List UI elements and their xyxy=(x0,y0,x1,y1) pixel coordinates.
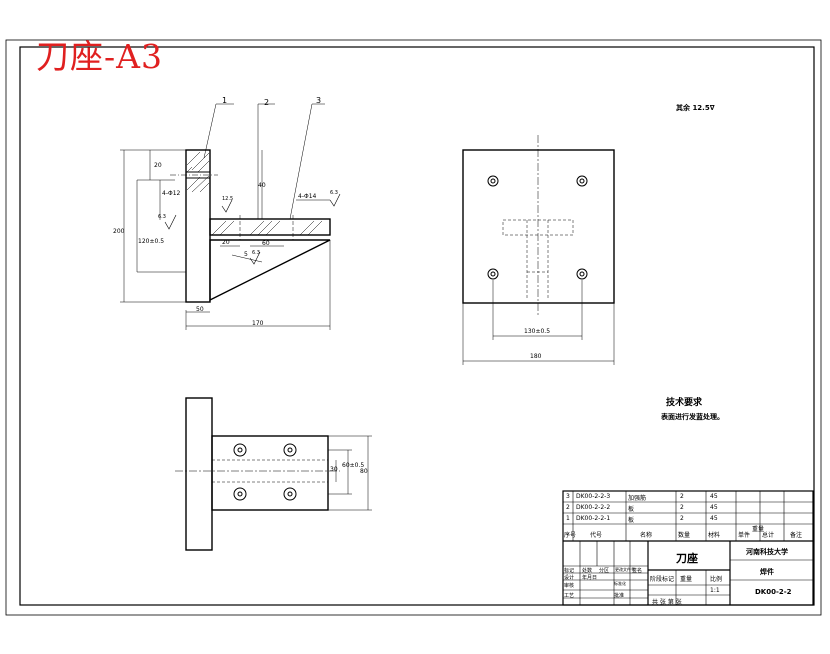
inner-border xyxy=(19,46,815,606)
school-name: 河南科技大学 xyxy=(746,548,788,556)
tb-label-sign: 签名 xyxy=(632,568,643,574)
bom-row-2-code: DK00-2-2-2 xyxy=(576,504,611,511)
scale-value: 1:1 xyxy=(710,587,720,594)
bom-row-3-name: 加强筋 xyxy=(628,495,647,502)
dim-d2: 4-Φ12 xyxy=(162,190,181,197)
dim-h3: 80 xyxy=(360,468,368,475)
bom-h-unit: 单件 xyxy=(738,532,751,539)
dim-d3: 40 xyxy=(258,182,266,189)
bom-h-code: 代号 xyxy=(590,532,603,539)
bom-row-1-no: 1 xyxy=(566,515,570,522)
tb-label-count: 处数 xyxy=(582,568,593,574)
bom-row-1-code: DK00-2-2-1 xyxy=(576,515,611,522)
bom-row-1-name: 板 xyxy=(628,517,635,524)
stage-label: 阶段标记 xyxy=(650,576,675,583)
dim-d8: 50 xyxy=(196,306,204,313)
outer-border xyxy=(5,39,822,616)
dim-h1: 30 xyxy=(330,466,338,473)
dim-h2: 60±0.5 xyxy=(342,462,365,469)
bom-h-note: 备注 xyxy=(790,532,803,539)
dim-d5: 20 xyxy=(222,239,230,246)
dim-d10: 120±0.5 xyxy=(138,238,165,245)
leader-3: 3 xyxy=(316,96,322,105)
bom-h-total: 总计 xyxy=(762,532,775,539)
rough-r3: 6.3 xyxy=(330,190,338,196)
roughness-label: 其余 xyxy=(676,104,690,112)
dim-d6: 60 xyxy=(262,240,270,247)
top-view xyxy=(462,135,615,365)
tb-label-file: 更改文件号 xyxy=(615,567,635,572)
drawing-number: DK00-2-2 xyxy=(755,588,792,596)
dim-d4: 4-Φ14 xyxy=(298,193,317,200)
bom-row-3-code: DK00-2-2-3 xyxy=(576,493,611,500)
front-view xyxy=(120,103,341,330)
bom-h-mat: 材料 xyxy=(708,532,721,539)
dim-w1: 130±0.5 xyxy=(524,328,551,335)
tb-role-approve: 批准 xyxy=(614,593,625,599)
sheet-title: 刀座-A3 xyxy=(36,37,163,76)
leader-2: 2 xyxy=(264,98,270,107)
tb-role-standard: 标准化 xyxy=(614,581,626,586)
bom-row-3-mat: 45 xyxy=(710,493,718,500)
bom-h-qty: 数量 xyxy=(678,532,691,539)
material-name: 焊件 xyxy=(760,568,774,576)
bom-row-1-qty: 2 xyxy=(680,515,684,522)
bom-row-2-mat: 45 xyxy=(710,504,718,511)
bom-row-3-qty: 2 xyxy=(680,493,684,500)
roughness-value: 12.5 xyxy=(692,104,710,112)
bom-h-name: 名称 xyxy=(640,532,653,539)
rough-r1: 6.3 xyxy=(158,214,166,220)
rough-r4: 6.3 xyxy=(252,250,260,256)
side-view xyxy=(175,397,372,551)
bom-row-2-name: 板 xyxy=(628,506,635,513)
title-block xyxy=(562,490,814,606)
tb-label-date: 年月日 xyxy=(582,575,598,581)
bom-row-2-no: 2 xyxy=(566,504,570,511)
dim-d11: 200 xyxy=(113,228,125,235)
leader-1: 1 xyxy=(222,96,228,105)
tb-role-review: 审核 xyxy=(564,583,575,589)
bom-row-3-no: 3 xyxy=(566,493,570,500)
tb-role-process: 工艺 xyxy=(564,593,575,599)
bom-row-1-mat: 45 xyxy=(710,515,718,522)
tech-requirements-text: 表面进行发蓝处理。 xyxy=(661,413,724,421)
bom-h-no: 序号 xyxy=(564,532,577,539)
tech-requirements-title: 技术要求 xyxy=(666,398,703,408)
rough-r2: 12.5 xyxy=(222,196,234,202)
dim-d9: 170 xyxy=(252,320,264,327)
tb-label-mark: 标记 xyxy=(564,568,575,574)
sheet-info: 共 张 第 张 xyxy=(652,599,682,606)
dim-d1: 20 xyxy=(154,162,162,169)
part-name: 刀座 xyxy=(676,552,698,565)
roughness-note: 其余 12.5∇ xyxy=(676,104,715,112)
scale-label: 比例 xyxy=(710,576,723,583)
dim-w2: 180 xyxy=(530,353,542,360)
tb-role-design: 设计 xyxy=(564,575,575,581)
dim-d7: 5 xyxy=(244,251,248,258)
bom-h-weight: 重量 xyxy=(752,526,765,533)
weight-label: 重量 xyxy=(680,576,693,583)
tb-label-zone: 分区 xyxy=(599,568,610,574)
bom-row-2-qty: 2 xyxy=(680,504,684,511)
